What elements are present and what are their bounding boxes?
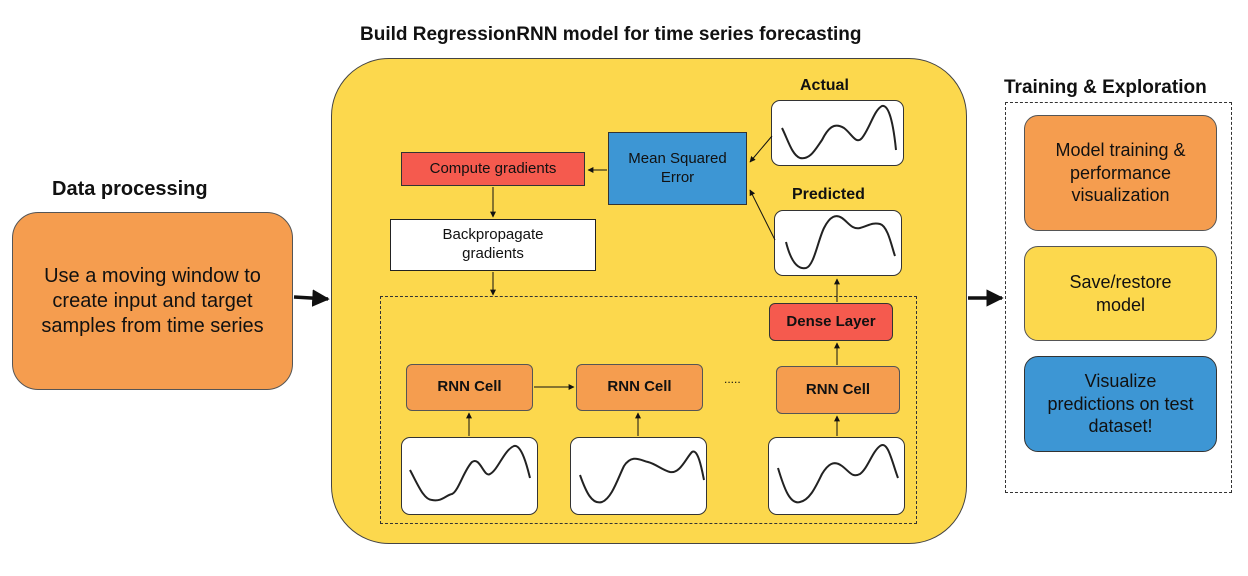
actual-plot (771, 100, 904, 166)
rnn-cell-3-label: RNN Cell (805, 380, 871, 398)
mse-label: Mean Squared Error (628, 149, 727, 186)
training-region (1005, 102, 1232, 493)
dense-layer-label: Dense Layer (786, 312, 876, 330)
visualize-box: Visualize predictions on test dataset! (1024, 356, 1217, 452)
backprop-box: Backpropagate gradients (390, 219, 596, 271)
save-restore-label: Save/restore model (1069, 272, 1172, 315)
arrow-data-to-model (293, 289, 330, 307)
rnn-cell-3: RNN Cell (776, 366, 900, 414)
rnn-cell-2: RNN Cell (576, 364, 703, 411)
input-plot-1 (401, 437, 538, 515)
mse-box: Mean Squared Error (608, 132, 747, 205)
diagram-title: Build RegressionRNN model for time serie… (360, 24, 862, 45)
rnn-cell-1-label: RNN Cell (437, 378, 502, 396)
compute-gradients-label: Compute gradients (429, 159, 557, 177)
data-processing-heading: Data processing (52, 178, 208, 200)
compute-gradients-box: Compute gradients (401, 152, 585, 186)
backprop-label: Backpropagate gradients (442, 226, 544, 262)
moving-window-box: Use a moving window to create input and … (12, 212, 293, 390)
cells-ellipsis: ..... (724, 372, 741, 386)
input-plot-2 (570, 437, 707, 515)
predicted-label: Predicted (792, 186, 865, 203)
model-training-box: Model training & performance visualizati… (1024, 115, 1217, 231)
predicted-plot (774, 210, 902, 276)
input-plot-3 (768, 437, 905, 515)
rnn-cell-2-label: RNN Cell (607, 378, 672, 396)
save-restore-box: Save/restore model (1024, 246, 1217, 341)
dense-layer-box: Dense Layer (769, 303, 893, 341)
actual-label: Actual (800, 77, 849, 94)
moving-window-text: Use a moving window to create input and … (41, 264, 264, 337)
rnn-cell-1: RNN Cell (406, 364, 533, 411)
visualize-label: Visualize predictions on test dataset! (1047, 371, 1194, 437)
rnn-region (380, 296, 917, 524)
training-heading: Training & Exploration (1004, 77, 1207, 98)
model-training-label: Model training & performance visualizati… (1055, 140, 1186, 206)
